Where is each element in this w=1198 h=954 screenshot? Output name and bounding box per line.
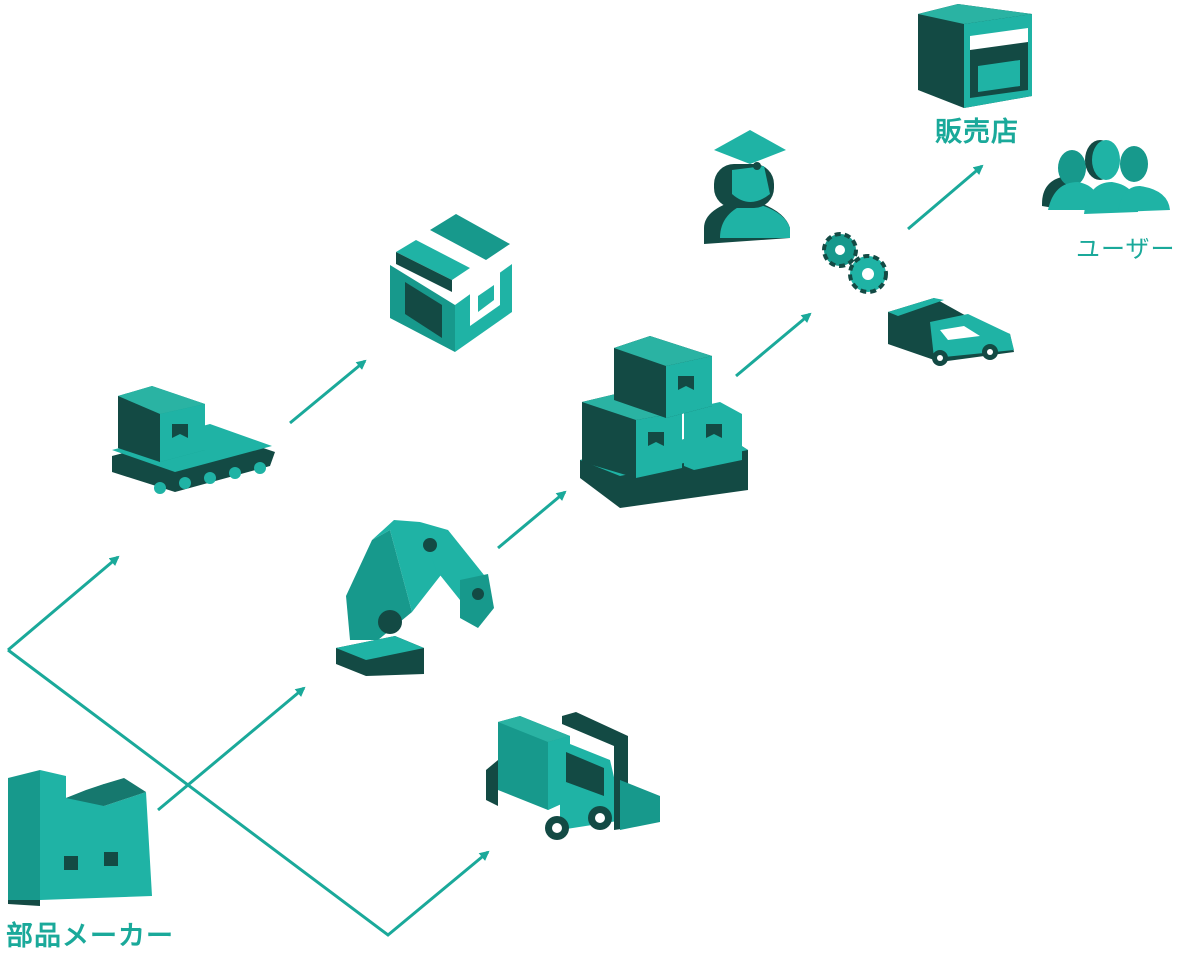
arrow-factory-to-robot <box>157 686 306 812</box>
arrow-robot-to-pallet <box>497 490 567 550</box>
users-label: ユーザー <box>1076 235 1176 263</box>
driver-person-icon <box>704 130 790 244</box>
package-icon <box>390 214 512 352</box>
store-icon <box>918 4 1032 108</box>
robot-arm-icon <box>336 520 494 676</box>
gears-icon <box>822 232 888 294</box>
store-label: 販売店 <box>935 117 1019 148</box>
conveyor-box-icon <box>112 386 275 494</box>
flow-arrows <box>7 164 984 937</box>
parts-maker-label: 部品メーカー <box>6 921 174 952</box>
van-icon <box>888 298 1014 366</box>
users-group-icon <box>1042 140 1170 214</box>
arrow-branch-to-conveyor <box>7 555 120 652</box>
pallet-boxes-icon <box>580 336 748 508</box>
arrow-branch-to-forklift <box>7 648 490 937</box>
arrow-conveyor-to-package <box>289 359 367 425</box>
forklift-icon <box>486 712 660 840</box>
arrow-logistics-to-store <box>907 164 984 231</box>
factory-icon <box>8 770 152 906</box>
arrow-pallet-to-logistics <box>735 312 812 378</box>
